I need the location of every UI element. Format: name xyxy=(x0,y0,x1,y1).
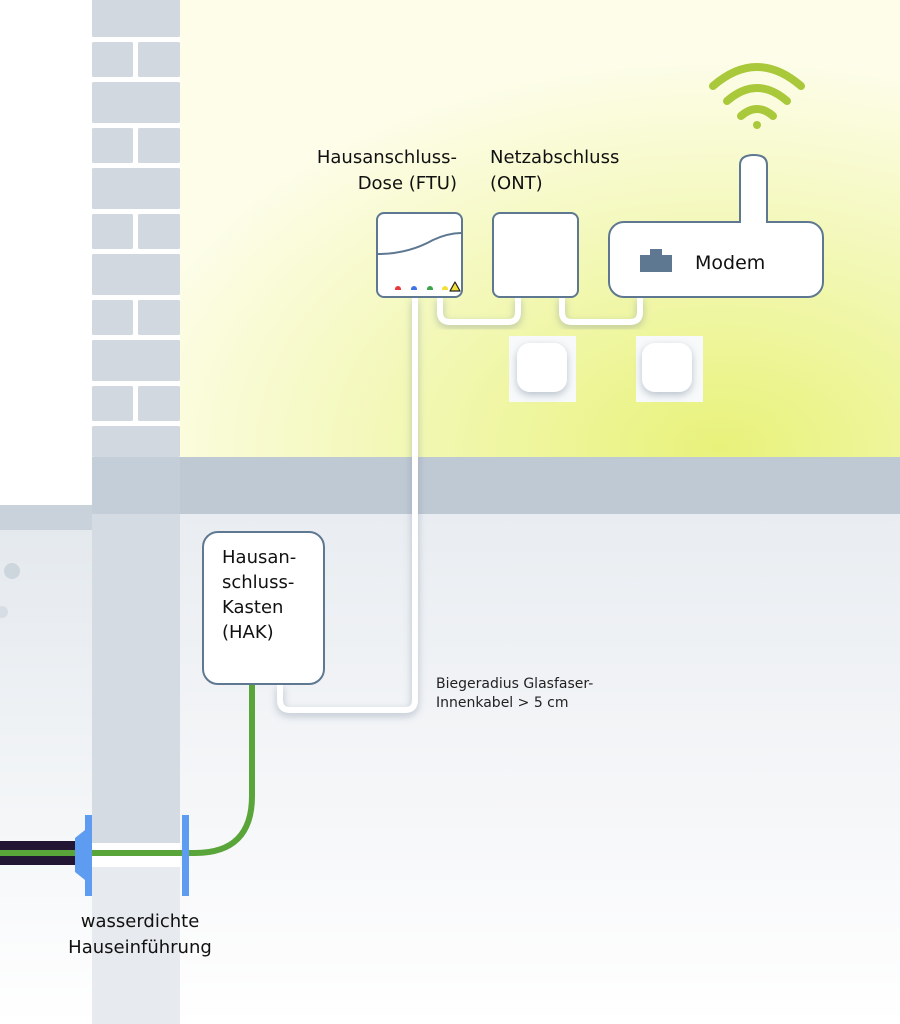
fiber-curve-icon xyxy=(378,232,461,255)
brick xyxy=(92,82,180,123)
brick xyxy=(138,300,180,335)
hak-label: Hausan- schluss- Kasten (HAK) xyxy=(222,547,297,643)
antenna-joint xyxy=(741,219,766,223)
entry-label: wasserdichte Hauseinführung xyxy=(68,911,212,958)
brick-wall xyxy=(92,0,180,457)
led-blue xyxy=(411,286,417,290)
led-green xyxy=(427,286,433,290)
led-yellow xyxy=(442,286,448,290)
brick xyxy=(92,168,180,209)
ftu-label: Hausanschluss- Dose (FTU) xyxy=(316,147,457,194)
ftu-device xyxy=(376,212,463,298)
ont-label: Netzabschluss (ONT) xyxy=(490,147,620,194)
brick xyxy=(138,214,180,249)
brick xyxy=(92,340,180,381)
brick xyxy=(92,426,180,457)
ont-modem-cable xyxy=(559,297,643,325)
brick xyxy=(92,128,133,163)
fiber-indoor-cable xyxy=(277,297,418,713)
brick xyxy=(92,214,133,249)
brick xyxy=(92,42,133,77)
waterproof-seal-outer xyxy=(75,815,92,896)
brick xyxy=(92,254,180,295)
foundation-wall-lower xyxy=(92,850,180,1024)
waterproof-seal-inner xyxy=(182,815,189,896)
ftu-ont-cable xyxy=(437,297,521,325)
ont-device xyxy=(492,212,579,298)
wifi-icon xyxy=(709,63,805,129)
brick xyxy=(138,386,180,421)
brick xyxy=(92,0,180,37)
ethernet-port-icon xyxy=(640,249,672,272)
brick xyxy=(138,42,180,77)
hak-device: Hausan- schluss- Kasten (HAK) xyxy=(202,531,325,685)
bend-radius-note: Biegeradius Glasfaser- Innenkabel > 5 cm xyxy=(436,676,594,711)
led-red xyxy=(395,286,401,290)
brick xyxy=(92,300,133,335)
brick xyxy=(92,386,133,421)
brick xyxy=(138,128,180,163)
ground-surface xyxy=(0,505,92,530)
modem-device: Modem xyxy=(608,221,824,298)
modem-label: Modem xyxy=(695,252,766,274)
fiber-green-cable xyxy=(0,684,255,856)
stone xyxy=(4,563,20,579)
power-socket-ont xyxy=(509,336,576,402)
power-socket-modem xyxy=(636,336,703,402)
soil-outside xyxy=(0,505,92,1024)
warning-triangle-icon xyxy=(449,281,461,292)
stone xyxy=(0,606,8,618)
ceiling-slab xyxy=(92,457,900,514)
modem-antenna xyxy=(739,153,768,222)
